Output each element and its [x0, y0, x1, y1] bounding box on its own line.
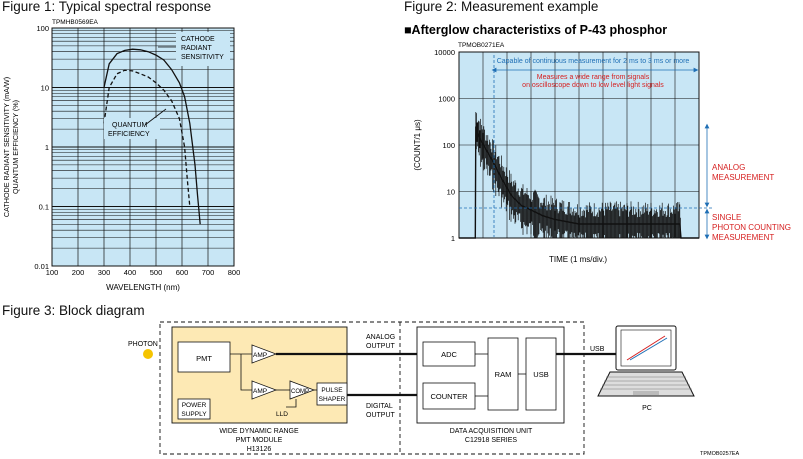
- analog-output-line1: ANALOG: [366, 334, 395, 341]
- pc-laptop-icon: [597, 325, 695, 397]
- figure3-block-diagram: PHOTON PMT AMP AMP COMP PULSE SHAPER POW…: [128, 321, 739, 457]
- range-note-line1: Measures a wide range from signals: [537, 74, 650, 81]
- photon-label-line3: MEASUREMENT: [712, 233, 774, 242]
- daq-wiring: [475, 353, 526, 397]
- figure1-xlabel: WAVELENGTH (nm): [106, 283, 180, 292]
- system-dashed-border: [159, 321, 585, 455]
- module-label-line2: PMT MODULE: [236, 437, 283, 444]
- power-supply-block: [177, 398, 211, 420]
- adc-block: [422, 341, 476, 367]
- module-label-line3: H13126: [247, 446, 272, 453]
- figure1-y-ticks: 0.01 0.1 1 10 100: [34, 24, 49, 271]
- qe-label-leader: [144, 108, 167, 126]
- figure1-title: Figure 1: Typical spectral response: [2, 0, 212, 14]
- figure2-y-ticks: 1 10 100 1000 10000: [434, 48, 455, 243]
- figure1-x-tick-label: 200: [72, 268, 85, 277]
- figure1-chart: TPMHB0569EA 0.01 0.1 1 10 100 100 200 300 400 50…: [2, 19, 240, 292]
- figure2-ylabel: (COUNT/1 μs): [413, 119, 422, 171]
- qe-label-bg: [104, 118, 160, 139]
- photon-label-line1: SINGLE: [712, 213, 741, 222]
- pmt-label: PMT: [196, 354, 212, 363]
- power-supply-line1: POWER: [182, 402, 207, 409]
- pmt-module-wiring: [230, 353, 317, 408]
- cathode-label-bg: [176, 32, 230, 66]
- figure1-ylabel-line2: QUANTUM EFFICIENCY (%): [11, 100, 20, 194]
- counter-label: COUNTER: [430, 392, 468, 401]
- qe-label-line2: EFFICIENCY: [108, 131, 150, 138]
- cathode-label-line2: RADIANT: [181, 45, 212, 52]
- figure1-x-tick-label: 700: [202, 268, 215, 277]
- figure2-grid: [459, 52, 699, 238]
- figure2-chart: ■Afterglow characteristixs of P-43 phosp…: [404, 23, 791, 264]
- pulse-shaper-line2: SHAPER: [319, 396, 346, 403]
- figure1-y-tick-label: 100: [36, 24, 49, 33]
- analog-label-line1: ANALOG: [712, 163, 745, 172]
- usb-block-label: USB: [533, 370, 548, 379]
- figure1-x-tick-label: 400: [124, 268, 137, 277]
- digital-output-line2: OUTPUT: [366, 412, 396, 419]
- figure1-x-tick-label: 100: [46, 268, 59, 277]
- figure2-y-tick-label: 1: [451, 234, 455, 243]
- qe-label-line1: QUANTUM: [112, 122, 148, 129]
- figure2-title: Figure 2: Measurement example: [404, 0, 599, 14]
- counter-block: [422, 382, 476, 410]
- lld-label: LLD: [276, 411, 288, 418]
- figure3-code: TPMOB0257EA: [700, 451, 739, 457]
- analog-label-line2: MEASUREMENT: [712, 173, 774, 182]
- pmt-block: [177, 341, 231, 373]
- figure2-xlabel: TIME (1 ms/div.): [549, 255, 607, 264]
- figure1-y-tick-label: 0.01: [34, 262, 49, 271]
- figure1-ylabel-line1: CATHODE RADIANT SENSITIVITY (mA/W): [2, 77, 11, 217]
- photon-dot: [143, 349, 153, 359]
- afterglow-noise-band: [475, 112, 681, 238]
- daq-label-line1: DATA ACQUISITION UNIT: [450, 428, 533, 435]
- cathode-sensitivity-curve: [103, 48, 201, 225]
- figure1-x-ticks: 100 200 300 400 500 600 700 800: [46, 268, 241, 277]
- comp-label: COMP: [291, 389, 309, 395]
- figure2-y-tick-label: 100: [442, 141, 455, 150]
- adc-label: ADC: [441, 350, 457, 359]
- figure1-x-tick-label: 600: [176, 268, 189, 277]
- figure1-x-tick-label: 800: [228, 268, 241, 277]
- figure2-y-tick-label: 10: [447, 188, 455, 197]
- qe-curve: [103, 69, 191, 207]
- pulse-shaper-line1: PULSE: [321, 387, 343, 394]
- usb-cable-label: USB: [590, 346, 605, 353]
- figure1-grid: [51, 27, 235, 267]
- amp1-label: AMP: [253, 352, 267, 359]
- figure1-y-tick-label: 1: [45, 143, 49, 152]
- figure1-x-tick-label: 300: [98, 268, 111, 277]
- digital-output-line1: DIGITAL: [366, 403, 393, 410]
- ram-label: RAM: [495, 370, 512, 379]
- photon-label: PHOTON: [128, 341, 158, 348]
- figure3-title: Figure 3: Block diagram: [2, 303, 145, 318]
- module-label-line1: WIDE DYNAMIC RANGE: [219, 428, 299, 435]
- figure2-y-tick-label: 1000: [438, 95, 455, 104]
- range-note-line2: on oscilloscope down to low level light …: [522, 82, 664, 89]
- continuous-note: Capable of continuous measurement for 2 …: [497, 58, 690, 65]
- photon-label-line2: PHOTON COUNTING: [712, 223, 791, 232]
- figure1-series: [103, 48, 201, 225]
- figure1-y-tick-label: 10: [41, 84, 49, 93]
- figure1-x-tick-label: 500: [150, 268, 163, 277]
- figure2-y-tick-label: 10000: [434, 48, 455, 57]
- figure2-code: TPMOB0271EA: [458, 42, 505, 49]
- power-supply-line2: SUPPLY: [181, 411, 207, 418]
- analog-output-line2: OUTPUT: [366, 343, 396, 350]
- pc-label: PC: [642, 405, 652, 412]
- figure2-subtitle: ■Afterglow characteristixs of P-43 phosp…: [404, 23, 667, 37]
- daq-label-line2: C12918 SERIES: [465, 437, 517, 444]
- amp2-label: AMP: [253, 388, 267, 395]
- figure1-code: TPMHB0569EA: [52, 19, 99, 26]
- cathode-label-line3: SENSITIVITY: [181, 54, 224, 61]
- figure1-y-tick-label: 0.1: [39, 203, 49, 212]
- cathode-label-line1: CATHODE: [181, 36, 215, 43]
